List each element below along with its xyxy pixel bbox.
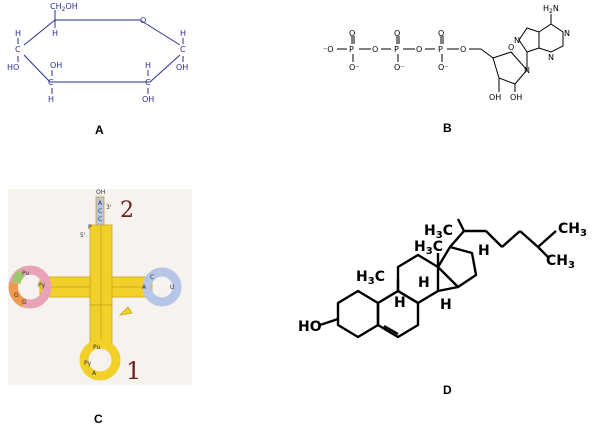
phosphate-gamma-o-top: O: [349, 29, 355, 38]
ribose-o: O: [508, 43, 514, 52]
c4-c: C: [15, 45, 21, 54]
c1-oh: OH: [176, 63, 188, 72]
c2-h: H: [145, 61, 151, 70]
panel-a-sugar-ring: O CH2OH H H C HO H C OH OH C H H C OH: [0, 0, 230, 140]
c2-oh: OH: [142, 95, 154, 104]
ch2oh-label: CH2OH: [50, 2, 78, 13]
panel-d-steroid: H3C H3C H3C CH3 CH3 H H H H HO: [290, 195, 597, 355]
five-prime-label: 5': [80, 232, 86, 239]
acceptor-oh: OH: [96, 189, 105, 196]
base-c-2: C: [98, 216, 102, 223]
panel-c-label: C: [94, 412, 103, 426]
three-prime-label: 3': [106, 204, 112, 211]
glycosidic-n: N: [524, 66, 530, 75]
ribose-oh-left: OH: [489, 93, 501, 102]
base-g-1: G: [14, 292, 19, 299]
base-py-2: Py: [84, 360, 92, 367]
base-pu-1: Pu: [22, 270, 30, 277]
base-u-1: U: [170, 284, 174, 291]
hydrogen-b-ring-left: H: [394, 295, 406, 311]
bridge-o-1: O: [372, 45, 378, 54]
panel-c-trna: OH 3' 5' P A C C Pu Py G G U C A Pu Py A…: [0, 185, 200, 385]
side-chain-h3c: H3C: [424, 223, 453, 241]
base-a-1: A: [98, 200, 103, 207]
base-pu-2: Pu: [93, 344, 101, 351]
phosphate-beta: P: [394, 45, 399, 54]
phosphate-beta-o-top: O: [394, 29, 400, 38]
pyrimidine-n-2: N: [548, 53, 554, 62]
hydrogen-d-ring: H: [478, 243, 490, 259]
c4-ho: HO: [7, 63, 19, 72]
panel-b-nucleotide: ⁻O P O O⁻ O P O O⁻ O P O O⁻ O O OH OH N …: [315, 0, 597, 120]
phosphate-alpha-o-bottom: O⁻: [438, 63, 449, 72]
bridge-o-2: O: [416, 45, 422, 54]
panel-b-label: B: [443, 121, 452, 135]
base-c-3: C: [150, 274, 154, 281]
base-a-3: A: [92, 370, 97, 377]
phosphate-alpha: P: [438, 45, 443, 54]
c3-oh: OH: [50, 61, 62, 70]
ring-oxygen: O: [140, 16, 146, 25]
c5-h: H: [52, 29, 58, 38]
ribose-oh-right: OH: [510, 93, 522, 102]
nucleotide-diagram: ⁻O P O O⁻ O P O O⁻ O P O O⁻ O O OH OH N …: [323, 4, 570, 102]
c2-c: C: [145, 78, 151, 87]
minus-o-terminal: ⁻O: [323, 45, 334, 54]
base-g-2: G: [22, 299, 27, 306]
phosphate-alpha-o-top: O: [438, 29, 444, 38]
hydrogen-b-ring-right: H: [440, 297, 452, 313]
sugar-ring-diagram: O CH2OH H H C HO H C OH OH C H H C OH: [7, 2, 188, 104]
hydrogen-c-ring: H: [418, 275, 430, 291]
t-loop: [142, 267, 182, 307]
ring-c-h3c: H3C: [414, 239, 443, 257]
panel-d-label: D: [443, 383, 452, 397]
c3-c: C: [48, 78, 54, 87]
base-c-1: C: [98, 208, 102, 215]
phosphate-beta-o-bottom: O⁻: [394, 63, 405, 72]
base-a-2: A: [142, 284, 147, 291]
c4-h: H: [15, 29, 21, 38]
anticodon-loop: [79, 339, 121, 381]
c1-h: H: [180, 29, 186, 38]
marker-2: 2: [120, 198, 134, 223]
hydroxyl-ho: HO: [298, 319, 322, 335]
trna-cloverleaf-diagram: OH 3' 5' P A C C Pu Py G G U C A Pu Py A…: [8, 189, 192, 385]
terminal-ch3-top: CH3: [558, 221, 587, 239]
ring-a-h3c: H3C: [356, 269, 385, 287]
phosphate-p: P: [88, 224, 92, 231]
imidazole-n: N: [514, 36, 520, 45]
phosphate-gamma-o-bottom: O⁻: [349, 63, 360, 72]
bridge-o-3: O: [460, 45, 466, 54]
marker-1: 1: [126, 357, 141, 385]
base-py-1: Py: [38, 282, 46, 289]
terminal-ch3-bottom: CH3: [546, 253, 575, 271]
panel-a-label: A: [95, 123, 104, 137]
c3-h: H: [48, 95, 54, 104]
amine-group: H2N: [543, 4, 559, 15]
phosphate-gamma: P: [349, 45, 354, 54]
c1-c: C: [180, 45, 186, 54]
steroid-diagram: H3C H3C H3C CH3 CH3 H H H H HO: [298, 218, 587, 339]
pyrimidine-n-1: N: [564, 29, 570, 38]
